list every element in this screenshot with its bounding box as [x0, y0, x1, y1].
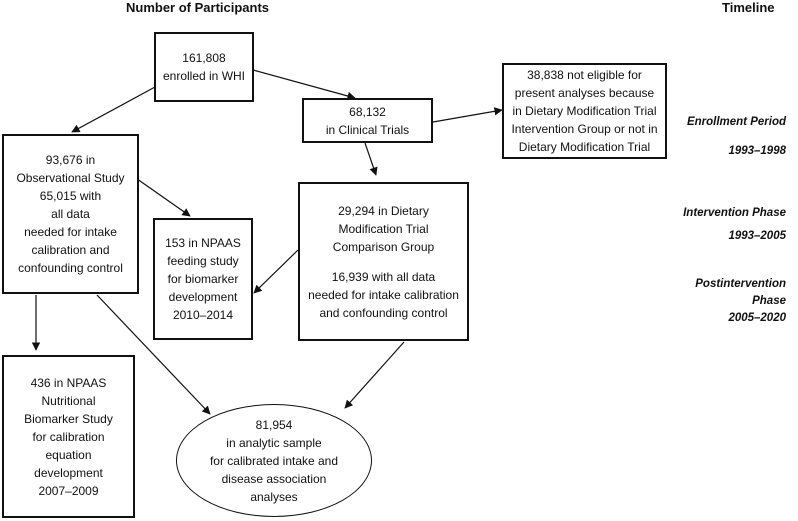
analytic-line: analyses — [250, 489, 298, 504]
arrow-observational-to-analytic — [96, 294, 211, 415]
timeline-label: Phase — [752, 295, 786, 307]
timeline-years: 2005–2020 — [728, 312, 786, 324]
npaas-feeding-line: 153 in NPAAS — [165, 236, 241, 250]
dm-comparison-box: 29,294 in Dietary Modification Trial Com… — [298, 182, 469, 341]
observational-line: needed for intake — [24, 225, 117, 239]
npaas-biomarker-line: development — [34, 465, 103, 480]
npaas-biomarker-line: for calibration — [32, 429, 105, 444]
not-eligible-line: present analyses because — [514, 86, 655, 100]
npaas-biomarker-line: 436 in NPAAS — [30, 375, 107, 390]
clinical-line: 68,132 — [349, 104, 386, 119]
npaas-feeding-line: feeding study — [167, 254, 239, 268]
observational-line: confounding control — [18, 261, 123, 275]
spacer — [687, 131, 786, 143]
npaas-biomarker-line: Nutritional — [41, 393, 96, 408]
not-eligible-line: 38,838 not eligible for — [527, 68, 642, 82]
npaas-feeding-line: development — [168, 290, 238, 304]
npaas-biomarker-line: Biomarker Study — [24, 411, 113, 426]
timeline-enrollment-period: Enrollment Period 1993–1998 — [687, 114, 786, 160]
enrolled-line: 161,808 — [182, 51, 226, 65]
observational-line: all data — [51, 207, 90, 221]
timeline-header: Timeline — [722, 0, 775, 15]
dm-complete-line: needed for intake calibration — [308, 287, 459, 302]
dm-comparison-line: 29,294 in Dietary — [338, 203, 429, 218]
timeline-label: Enrollment Period — [686, 116, 786, 128]
arrow-clinical-to-dm — [364, 142, 378, 176]
timeline-years: 1993–1998 — [728, 145, 786, 157]
timeline-years: 1993–2005 — [728, 230, 786, 242]
not-eligible-box: 38,838 not eligible for present analyses… — [502, 63, 667, 159]
arrow-enrolled-to-clinical — [252, 69, 356, 101]
npaas-biomarker-box: 436 in NPAAS Nutritional Biomarker Study… — [2, 355, 135, 518]
npaas-feeding-box: 153 in NPAAS feeding study for biomarker… — [153, 218, 253, 340]
dm-comparison-line: Modification Trial — [338, 221, 429, 236]
not-eligible-line: Intervention Group or not in — [511, 122, 658, 136]
dm-complete-line: 16,939 with all data — [331, 269, 436, 284]
clinical-line: in Clinical Trials — [325, 122, 410, 137]
analytic-line: for calibrated intake and — [209, 453, 339, 468]
observational-line: Observational Study — [16, 171, 125, 185]
arrow-clinical-to-not-eligible — [432, 107, 503, 123]
arrow-dm-to-analytic — [344, 341, 405, 409]
dm-comparison-line: Comparison Group — [332, 239, 435, 254]
dm-complete-line: and confounding control — [319, 305, 448, 320]
npaas-biomarker-line: 2007–2009 — [38, 483, 99, 498]
timeline-intervention-phase: Intervention Phase 1993–2005 — [683, 205, 786, 245]
timeline-label: Postintervention — [695, 278, 786, 290]
timeline-label: Intervention Phase — [683, 207, 786, 219]
npaas-feeding-line: for biomarker — [167, 272, 239, 286]
not-eligible-line: Dietary Modification Trial — [518, 140, 651, 154]
npaas-biomarker-line: equation — [45, 447, 92, 462]
timeline-postintervention-phase: Postintervention Phase 2005–2020 — [695, 276, 786, 327]
arrow-enrolled-to-observational — [71, 86, 156, 133]
observational-line: 93,676 in — [45, 153, 96, 167]
enrolled-box: 161,808 enrolled in WHI — [154, 32, 254, 102]
analytic-sample-oval: 81,954 in analytic sample for calibrated… — [176, 404, 372, 517]
arrow-dm-to-feeding — [253, 249, 299, 294]
analytic-line: 81,954 — [255, 417, 293, 432]
observational-study-box: 93,676 in Observational Study 65,015 wit… — [2, 134, 139, 294]
not-eligible-line: in Dietary Modification Trial — [512, 104, 657, 118]
observational-line: 65,015 with — [39, 189, 102, 203]
observational-line: calibration and — [31, 243, 110, 257]
analytic-line: disease association — [221, 471, 327, 486]
clinical-trials-box: 68,132 in Clinical Trials — [302, 98, 433, 143]
participants-header: Number of Participants — [126, 0, 270, 15]
enrolled-line: enrolled in WHI — [162, 69, 246, 83]
npaas-feeding-line: 2010–2014 — [172, 308, 234, 322]
analytic-line: in analytic sample — [226, 435, 322, 450]
